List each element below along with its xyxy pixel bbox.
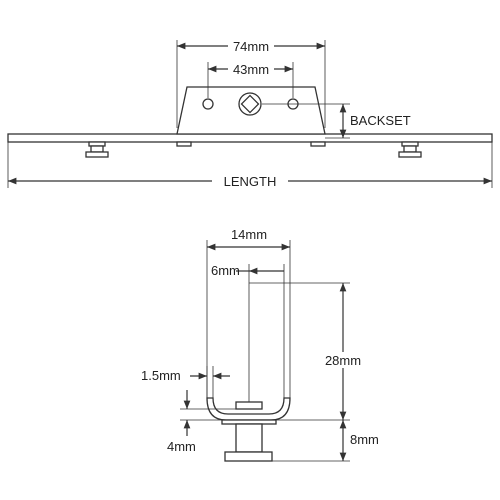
label-6mm: 6mm	[211, 263, 240, 278]
cam-body	[235, 423, 263, 453]
label-43mm: 43mm	[233, 62, 269, 77]
cam-head	[235, 401, 263, 410]
label-14mm: 14mm	[231, 227, 267, 242]
keep-profile-view: 14mm 6mm 28mm 8mm 1.5mm 4mm	[141, 226, 379, 462]
spindle-square	[240, 94, 260, 114]
label-length: LENGTH	[224, 174, 277, 189]
cam-base	[224, 451, 273, 462]
strip-tab-right	[310, 141, 326, 147]
label-74mm: 74mm	[233, 39, 269, 54]
label-1-5mm: 1.5mm	[141, 368, 181, 383]
label-backset: BACKSET	[350, 113, 411, 128]
roller-left	[85, 141, 109, 158]
label-28mm: 28mm	[325, 353, 361, 368]
strip-tab-left	[176, 141, 192, 147]
screw-hole-left	[202, 98, 214, 110]
roller-right	[398, 141, 422, 158]
label-4mm: 4mm	[167, 439, 196, 454]
label-8mm: 8mm	[350, 432, 379, 447]
keep-plate-view: 74mm 43mm BACKSET LENGTH	[7, 38, 493, 190]
keep-strip	[7, 133, 493, 143]
